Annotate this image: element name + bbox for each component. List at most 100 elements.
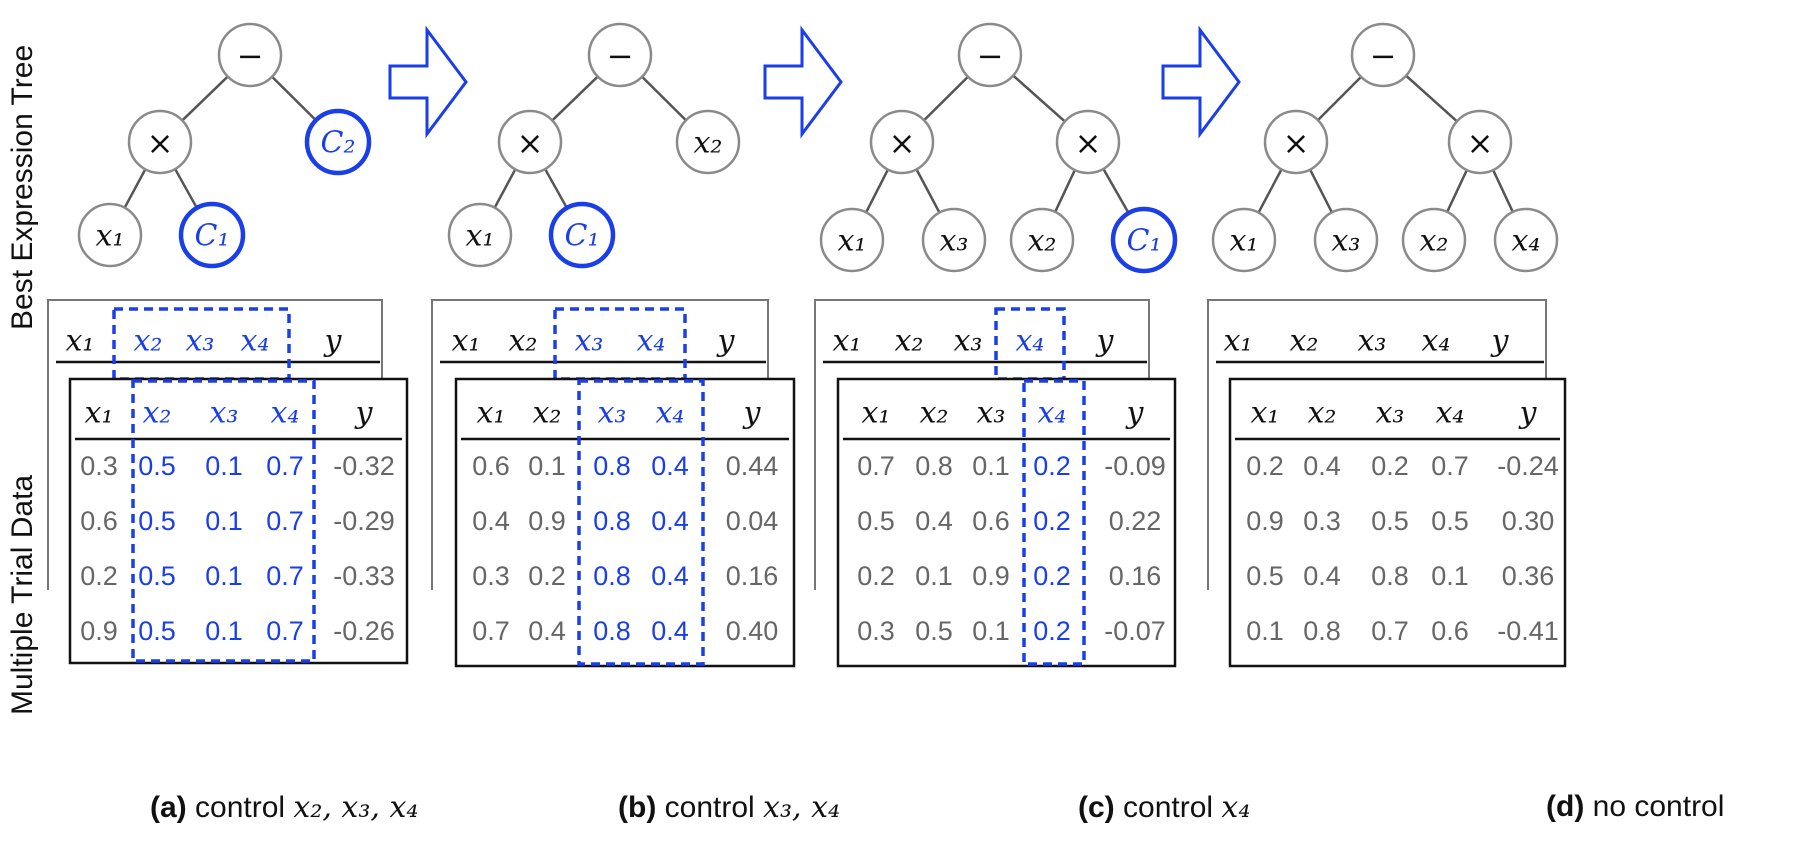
table-c-back-header-4: y <box>1095 324 1115 359</box>
table-c-cell-1-4: 0.22 <box>1109 506 1162 536</box>
table-d-cell-0-1: 0.4 <box>1303 451 1341 481</box>
arrow-2 <box>1161 25 1241 139</box>
tree-d-node-leaf-1-label: x₃ <box>1332 224 1361 259</box>
table-d-cell-0-2: 0.2 <box>1371 451 1409 481</box>
table-b-cell-0-2: 0.8 <box>593 451 631 481</box>
tree-d-node-leaf-3-circle <box>1493 207 1559 273</box>
tree-d-edge-leaf-2 <box>1446 169 1468 213</box>
table-d-cell-2-3: 0.1 <box>1431 561 1469 591</box>
table-c-cell-3-4: -0.07 <box>1104 616 1166 646</box>
tree-b-node-mid-right: x₂ <box>675 109 741 175</box>
tree-c-node-mid-left: × <box>869 109 935 175</box>
table-a-cell-3-3: 0.7 <box>266 616 304 646</box>
tree-d-edge-leaf-1 <box>1308 169 1334 213</box>
table-c-cell-1-3: 0.2 <box>1033 506 1071 536</box>
table-c-cell-2-2: 0.9 <box>972 561 1010 591</box>
tree-c-node-leaf-0-label: x₁ <box>838 224 867 259</box>
caption-a-math: x₂, x₃, x₄ <box>293 790 419 825</box>
table-d-header-4: y <box>1518 396 1538 431</box>
tree-c-node-root-label: − <box>977 37 1004 75</box>
table-b-cell-3-4: 0.40 <box>726 616 779 646</box>
table-b-back-frame <box>431 299 769 590</box>
table-d-cell-0-0: 0.2 <box>1246 451 1284 481</box>
tree-b-node-leaf-0-label: x₁ <box>466 219 495 254</box>
table-b-header-4: y <box>742 396 762 431</box>
table-a-cell-1-2: 0.1 <box>205 506 243 536</box>
tree-a-node-root-circle <box>217 22 283 88</box>
table-b-front-frame <box>454 377 796 668</box>
table-c-cell-0-4: -0.09 <box>1104 451 1166 481</box>
tree-c-node-mid-right-label: × <box>1075 124 1102 162</box>
table-d-cell-1-0: 0.9 <box>1246 506 1284 536</box>
caption-b-math: x₃, x₄ <box>763 790 841 825</box>
tree-d-node-mid-right-label: × <box>1467 124 1494 162</box>
table-d-cell-2-0: 0.5 <box>1246 561 1284 591</box>
caption-c: (c) control x₄ <box>1078 790 1250 825</box>
table-b-cell-2-0: 0.3 <box>472 561 510 591</box>
caption-b-tag: (b) <box>618 791 657 824</box>
table-c-cell-2-3: 0.2 <box>1033 561 1071 591</box>
tree-d-node-leaf-1-circle <box>1313 207 1379 273</box>
caption-d: (d) no control <box>1546 790 1724 824</box>
tree-c-node-leaf-2-label: x₂ <box>1028 224 1057 259</box>
table-b-cell-1-1: 0.9 <box>528 506 566 536</box>
tree-c-node-leaf-2: x₂ <box>1009 207 1075 273</box>
table-c-cell-3-2: 0.1 <box>972 616 1010 646</box>
tree-c-edge-leaf-3 <box>1102 168 1130 214</box>
tree-b-node-leaf-1: C₁ <box>548 201 616 269</box>
tree-c-node-leaf-1-label: x₃ <box>940 224 969 259</box>
tree-d-node-leaf-3-label: x₄ <box>1512 224 1541 259</box>
table-b-cell-1-0: 0.4 <box>472 506 510 536</box>
table-c-cell-0-1: 0.8 <box>915 451 953 481</box>
table-b-header-2: x₃ <box>598 396 627 431</box>
caption-c-text: control <box>1123 791 1214 824</box>
table-c-control-box <box>1022 379 1086 666</box>
table-b-back-header-3: x₄ <box>637 324 666 359</box>
tree-b-node-mid-left-circle <box>497 109 563 175</box>
tree-b-node-leaf-1-circle <box>548 201 616 269</box>
table-a-cell-1-3: 0.7 <box>266 506 304 536</box>
table-b-cell-0-0: 0.6 <box>472 451 510 481</box>
table-c-cell-0-0: 0.7 <box>857 451 895 481</box>
tree-b-node-mid-right-circle <box>675 109 741 175</box>
table-a-cell-3-4: -0.26 <box>333 616 395 646</box>
tree-c-edge-root-left <box>923 75 969 122</box>
tree-d-edge-root-right <box>1405 74 1458 123</box>
table-d-cell-3-3: 0.6 <box>1431 616 1469 646</box>
tree-d-edge-root-left <box>1317 76 1362 121</box>
table-d-header-0: x₁ <box>1251 396 1280 431</box>
table-a-header-3: x₄ <box>271 396 300 431</box>
table-b-cell-0-4: 0.44 <box>726 451 779 481</box>
table-d-cell-3-0: 0.1 <box>1246 616 1284 646</box>
tree-a-node-root: − <box>217 22 283 88</box>
tree-b-node-leaf-1-label: C₁ <box>565 219 600 254</box>
table-a-back-header-2: x₃ <box>186 324 215 359</box>
table-c-back-header-0: x₁ <box>833 324 862 359</box>
table-c-header-3: x₄ <box>1038 396 1067 431</box>
tree-b-node-root-label: − <box>607 37 634 75</box>
tree-c-node-leaf-3-circle <box>1110 206 1178 274</box>
table-a-header-0: x₁ <box>85 396 114 431</box>
table-d-back-frame <box>1207 299 1547 590</box>
table-c-cell-3-3: 0.2 <box>1033 616 1071 646</box>
tree-b-node-mid-left-label: × <box>517 124 544 162</box>
table-b-header-3: x₄ <box>656 396 685 431</box>
caption-a: (a) control x₂, x₃, x₄ <box>150 790 418 825</box>
table-a-cell-0-2: 0.1 <box>205 451 243 481</box>
tree-d-node-mid-right: × <box>1447 109 1513 175</box>
table-b-cell-3-3: 0.4 <box>651 616 689 646</box>
tree-d-node-leaf-0-label: x₁ <box>1230 224 1259 259</box>
tree-c-node-leaf-0-circle <box>819 207 885 273</box>
table-b-header-1: x₂ <box>533 396 562 431</box>
tree-a-edge-leaf-0 <box>123 168 147 209</box>
tree-b-node-leaf-0: x₁ <box>447 202 513 268</box>
table-b-cell-3-0: 0.7 <box>472 616 510 646</box>
table-d-cell-1-3: 0.5 <box>1431 506 1469 536</box>
table-a-control-box <box>131 379 316 663</box>
tree-c-node-leaf-2-circle <box>1009 207 1075 273</box>
table-d-header-2: x₃ <box>1376 396 1405 431</box>
tree-c-node-leaf-1: x₃ <box>921 207 987 273</box>
table-a-header-1: x₂ <box>143 396 172 431</box>
table-a-cell-2-1: 0.5 <box>138 561 176 591</box>
table-a-cell-2-4: -0.33 <box>333 561 395 591</box>
